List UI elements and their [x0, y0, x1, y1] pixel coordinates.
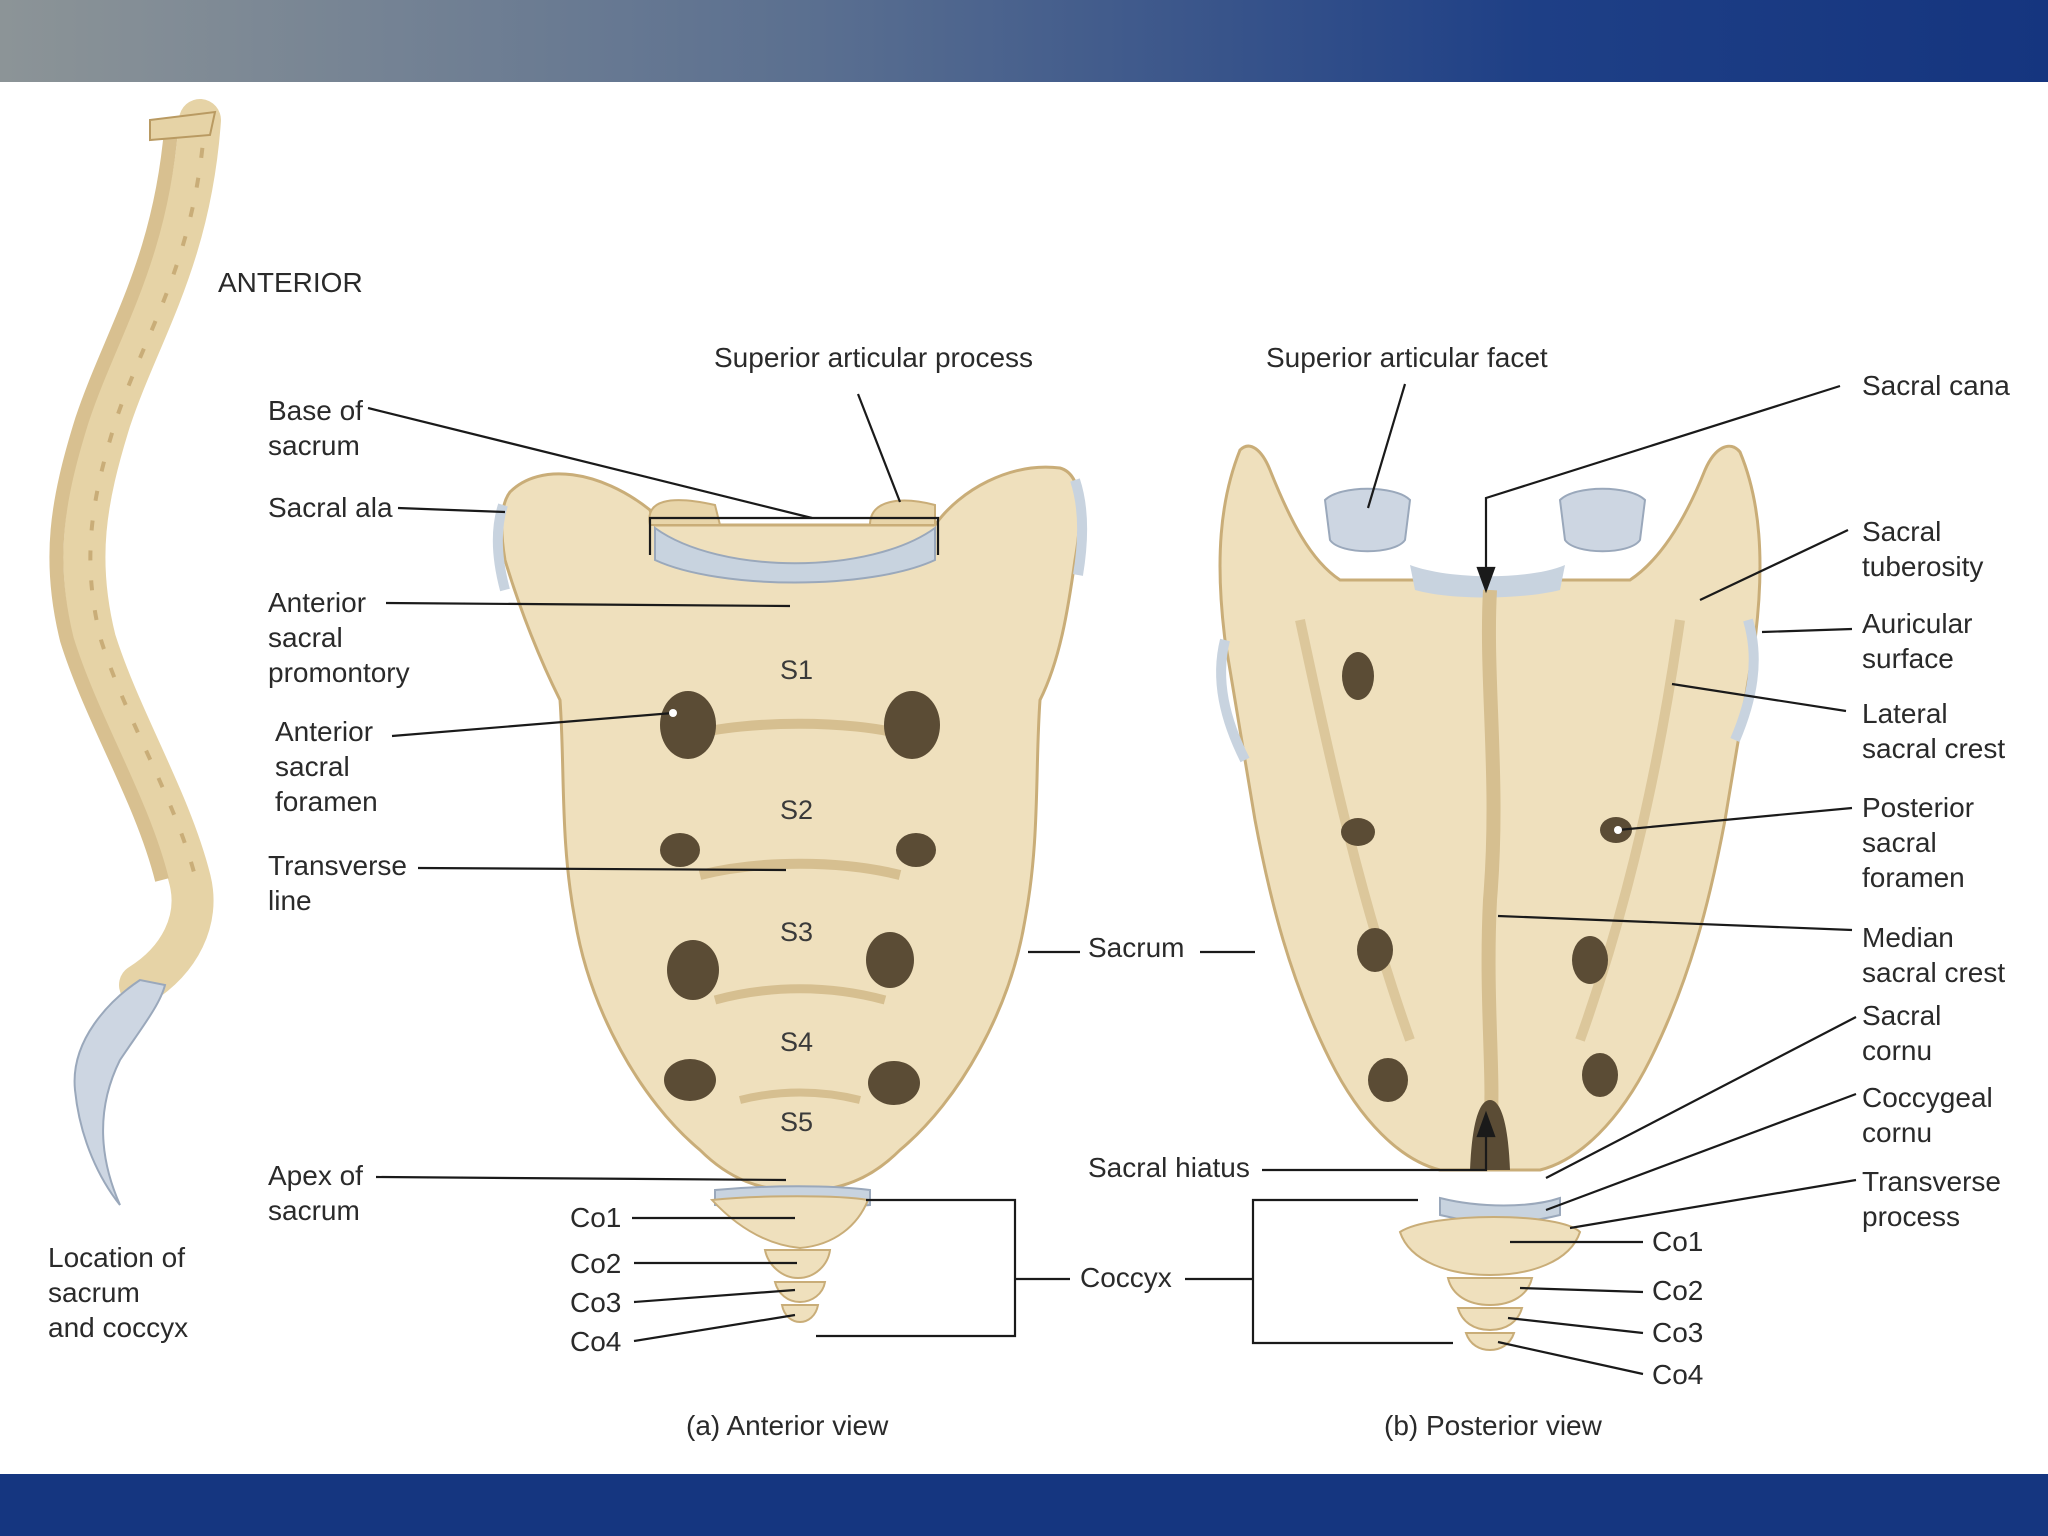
label-lateral-sacral-crest: Lateral sacral crest: [1862, 698, 2006, 764]
anterior-orientation-label: ANTERIOR: [218, 267, 363, 298]
label-posterior-co1: Co1: [1652, 1226, 1704, 1257]
vertebral-column: [49, 99, 221, 1206]
label-posterior-co4: Co4: [1652, 1359, 1704, 1390]
level-s1: S1: [780, 655, 814, 685]
spine-sacrum-coccyx: [73, 978, 167, 1206]
header-bar: [0, 0, 2048, 82]
posterior-sacrum: [1216, 444, 1762, 1352]
label-posterior-sacral-foramen: Posterior sacral foramen: [1862, 792, 1975, 893]
label-median-sacral-crest: Median sacral crest: [1862, 922, 2006, 988]
label-anterior-co3: Co3: [570, 1287, 622, 1318]
label-posterior-co3: Co3: [1652, 1317, 1704, 1348]
label-coccyx: Coccyx: [1080, 1262, 1172, 1293]
label-superior-articular-facet: Superior articular facet: [1266, 342, 1548, 373]
anterior-sacrum: [492, 465, 1088, 1324]
label-sacral-hiatus: Sacral hiatus: [1088, 1152, 1250, 1183]
leader-lines: [367, 383, 1857, 1376]
label-sacral-cornu: Sacral cornu: [1862, 1000, 1942, 1066]
label-base-of-sacrum: Base of sacrum: [268, 395, 363, 461]
caption-posterior-view: (b) Posterior view: [1384, 1410, 1602, 1441]
label-apex-of-sacrum: Apex of sacrum: [268, 1160, 363, 1226]
label-anterior-sacral-promontory: Anterior sacral promontory: [268, 587, 410, 688]
label-anterior-co4: Co4: [570, 1326, 622, 1357]
footer-bar: [0, 1474, 2048, 1536]
label-sacral-tuberosity: Sacral tuberosity: [1862, 516, 1984, 582]
spine-location-caption: Location of sacrum and coccyx: [48, 1242, 189, 1343]
label-sacrum: Sacrum: [1088, 932, 1185, 963]
label-posterior-co2: Co2: [1652, 1275, 1704, 1306]
label-sacral-ala: Sacral ala: [268, 492, 393, 523]
label-sacral-canal: Sacral cana: [1862, 370, 2010, 401]
label-anterior-sacral-foramen: Anterior sacral foramen: [275, 716, 378, 817]
label-auricular-surface: Auricular surface: [1862, 608, 1973, 674]
label-superior-articular-process: Superior articular process: [714, 342, 1034, 373]
level-s3: S3: [780, 917, 814, 947]
label-transverse-line: Transverse line: [268, 850, 408, 916]
level-s2: S2: [780, 795, 814, 825]
label-coccygeal-cornu: Coccygeal cornu: [1862, 1082, 1993, 1148]
caption-anterior-view: (a) Anterior view: [686, 1410, 889, 1441]
label-anterior-co2: Co2: [570, 1248, 622, 1279]
label-transverse-process: Transverse process: [1862, 1166, 2002, 1232]
level-s5: S5: [780, 1107, 814, 1137]
level-s4: S4: [780, 1027, 814, 1057]
label-anterior-co1: Co1: [570, 1202, 622, 1233]
